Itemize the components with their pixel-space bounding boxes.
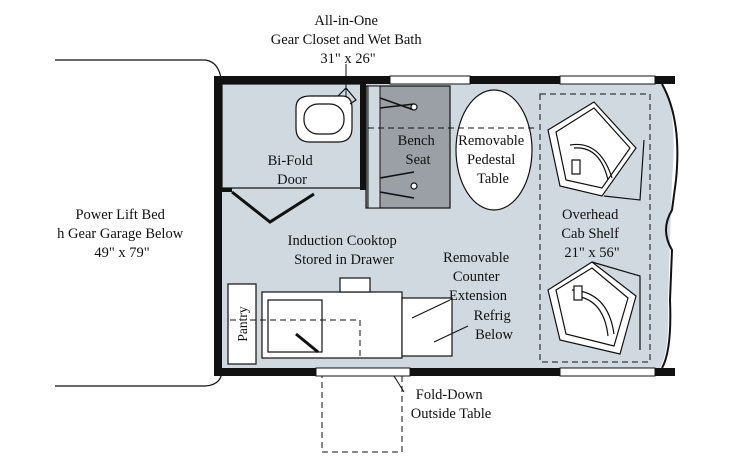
faucet-icon [295,332,319,354]
sink-icon [267,299,323,353]
outside-table-outline [321,375,403,453]
cooktop-label: Induction Cooktop Stored in Drawer [288,233,401,268]
refrig-label: Refrig Below [474,308,515,343]
galley-counter [261,291,403,359]
outside-table-label: Fold-Down Outside Table [411,387,491,422]
rear-wall [214,76,222,376]
closet-label: All-in-One Gear Closet and Wet Bath 31" … [271,13,425,67]
counter-label: Removable Counter Extension [443,250,513,304]
bench-label: Bench Seat [398,133,439,168]
bottom-wall [214,368,675,376]
shelf-label: Overhead Cab Shelf 21" x 56" [561,207,622,261]
closet-wall-right [360,84,366,190]
bi-fold-door-icon [231,190,315,224]
bifold-label: Bi-Fold Door [268,153,317,188]
pantry-cabinet [227,283,257,365]
table-label: Removable Pedestal Table [458,133,528,187]
pantry-label: Pantry [235,306,250,341]
bed-label: Power Lift Bed h Gear Garage Below 49" x… [57,207,187,261]
passenger-seat-icon [547,261,641,355]
bottom-door-opening [315,367,411,377]
cab-shelf-outline [539,93,651,363]
pedestal-table [455,89,533,211]
counter-extension [401,297,453,357]
top-window-1 [389,75,471,85]
cooktop-drawer [339,277,371,293]
driver-seat-icon [547,101,645,201]
top-window-2 [559,75,656,85]
front-windshield [661,83,679,369]
bottom-window [559,367,656,377]
